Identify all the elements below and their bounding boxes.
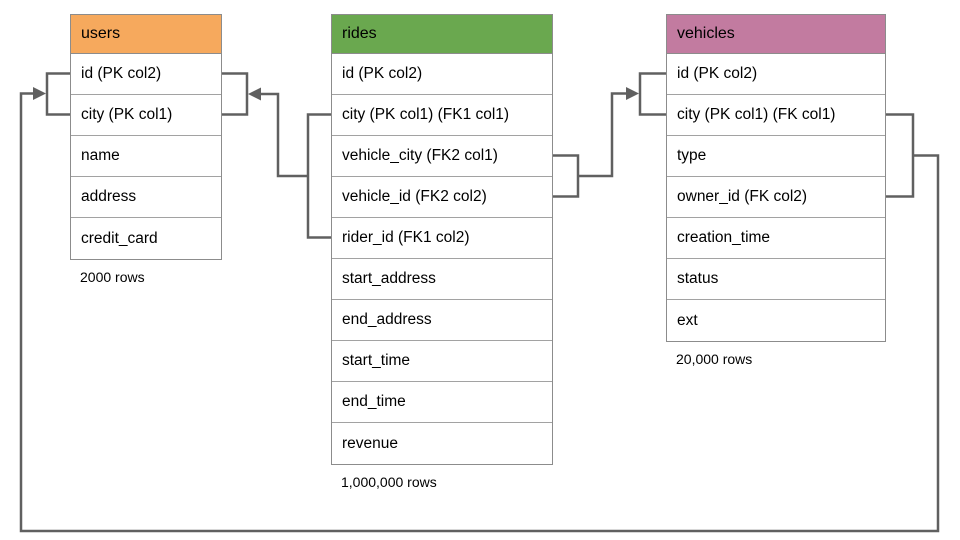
table-vehicles-row-ext: ext <box>667 300 885 341</box>
table-rides-row-rider-id: rider_id (FK1 col2) <box>332 218 552 259</box>
table-rides-row-start-time: start_time <box>332 341 552 382</box>
arrowhead-to-vehicles <box>626 87 639 100</box>
connector-rides-to-users <box>222 72 331 239</box>
table-vehicles: vehicles id (PK col2) city (PK col1) (FK… <box>666 14 886 367</box>
table-rides-header: rides <box>332 15 552 54</box>
table-rides-row-id: id (PK col2) <box>332 54 552 95</box>
table-users-row-city: city (PK col1) <box>71 95 221 136</box>
table-users: users id (PK col2) city (PK col1) name a… <box>70 14 222 285</box>
table-users-row-id: id (PK col2) <box>71 54 221 95</box>
arrowhead-loop-to-users <box>33 87 46 100</box>
table-users-rowcount: 2000 rows <box>80 269 145 285</box>
table-rides-row-vehicle-id: vehicle_id (FK2 col2) <box>332 177 552 218</box>
table-rides-row-vehicle-city: vehicle_city (FK2 col1) <box>332 136 552 177</box>
table-rides: rides id (PK col2) city (PK col1) (FK1 c… <box>331 14 553 490</box>
table-rides-row-end-time: end_time <box>332 382 552 423</box>
table-rides-row-revenue: revenue <box>332 423 552 464</box>
table-vehicles-row-city: city (PK col1) (FK col1) <box>667 95 885 136</box>
table-vehicles-row-status: status <box>667 259 885 300</box>
connector-rides-to-vehicles <box>553 72 666 198</box>
table-vehicles-row-owner-id: owner_id (FK col2) <box>667 177 885 218</box>
table-rides-row-end-address: end_address <box>332 300 552 341</box>
table-users-row-address: address <box>71 177 221 218</box>
table-rides-row-start-address: start_address <box>332 259 552 300</box>
table-vehicles-header: vehicles <box>667 15 885 54</box>
table-vehicles-row-id: id (PK col2) <box>667 54 885 95</box>
table-users-row-name: name <box>71 136 221 177</box>
table-vehicles-row-creation-time: creation_time <box>667 218 885 259</box>
table-rides-row-city: city (PK col1) (FK1 col1) <box>332 95 552 136</box>
table-rides-rowcount: 1,000,000 rows <box>341 474 437 490</box>
arrowhead-to-users <box>248 87 261 101</box>
table-users-row-credit-card: credit_card <box>71 218 221 259</box>
table-vehicles-row-type: type <box>667 136 885 177</box>
table-vehicles-rowcount: 20,000 rows <box>676 351 753 367</box>
table-users-header: users <box>71 15 221 54</box>
